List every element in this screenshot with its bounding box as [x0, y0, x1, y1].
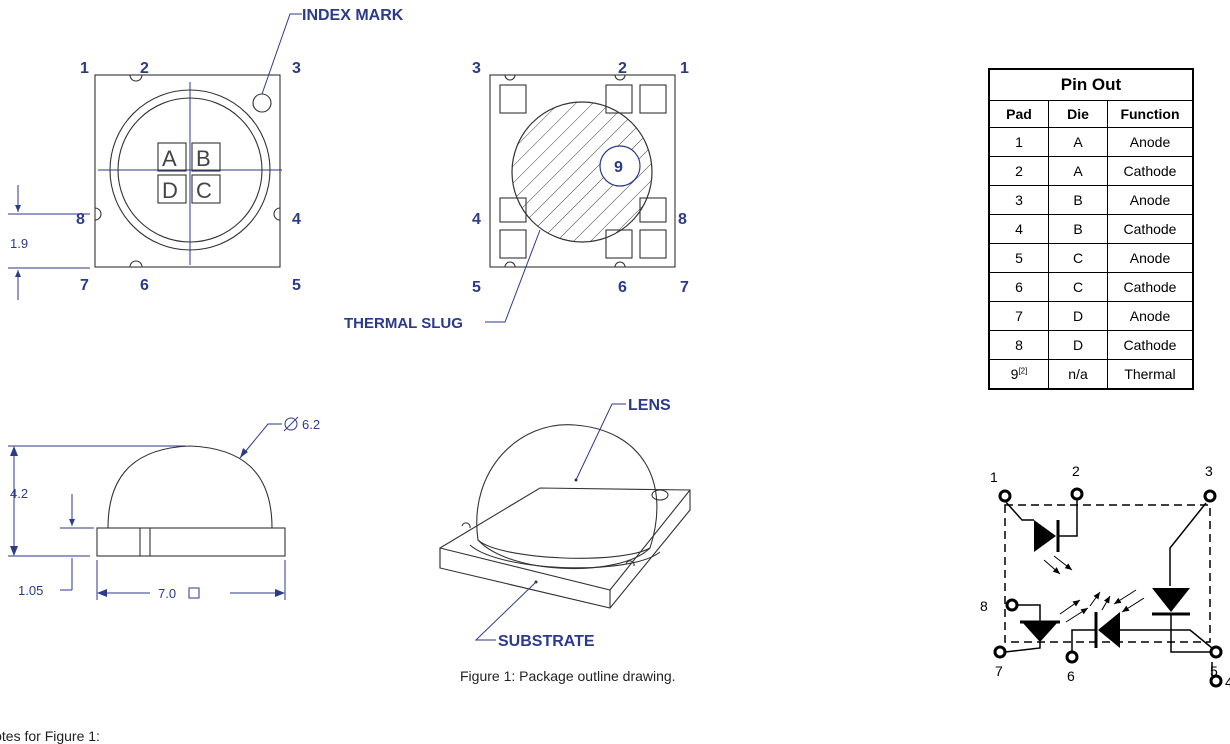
function-cell: Cathode: [1107, 156, 1194, 186]
sch-pin-5: 5: [1210, 663, 1218, 679]
bottom-pin-7: 7: [680, 279, 689, 296]
base-label: 1.05: [18, 583, 43, 598]
sch-pin-4: 4: [1225, 674, 1230, 690]
die-cell: A: [1048, 156, 1108, 186]
bottom-pin-1: 1: [680, 60, 689, 77]
function-cell: Cathode: [1107, 214, 1194, 244]
die-cell: n/a: [1048, 359, 1108, 390]
die-c-label: C: [196, 178, 212, 203]
substrate-label: SUBSTRATE: [498, 633, 595, 650]
pad-cell: 8: [988, 330, 1049, 360]
function-cell: Anode: [1107, 243, 1194, 273]
pad-cell: 5: [988, 243, 1049, 273]
function-cell: Thermal: [1107, 359, 1194, 390]
height-label: 4.2: [10, 486, 28, 501]
die-b-label: B: [196, 146, 211, 171]
sch-pin-1: 1: [990, 469, 998, 485]
top-view: [94, 13, 302, 268]
dim-1-9: [8, 185, 90, 300]
top-pin-5: 5: [292, 277, 301, 294]
pad-cell: 3: [988, 185, 1049, 215]
thermal-slug-label: THERMAL SLUG: [344, 315, 463, 332]
bottom-pin-5: 5: [472, 279, 481, 296]
top-pin-3: 3: [292, 60, 301, 77]
sch-pin-8: 8: [980, 598, 988, 614]
die-a-label: A: [162, 146, 177, 171]
sch-pin-2: 2: [1072, 463, 1080, 479]
lens-label: LENS: [628, 397, 671, 414]
pad-cell: 4: [988, 214, 1049, 244]
sch-pin-7: 7: [995, 663, 1003, 679]
pad-cell: 7: [988, 301, 1049, 331]
side-view: [8, 416, 299, 600]
pad-cell: 6: [988, 272, 1049, 302]
function-cell: Cathode: [1107, 272, 1194, 302]
figure-caption: Figure 1: Package outline drawing.: [460, 668, 676, 684]
pad-cell: 9[2]: [988, 359, 1049, 390]
sch-pin-6: 6: [1067, 668, 1075, 684]
die-cell: C: [1048, 272, 1108, 302]
die-cell: D: [1048, 330, 1108, 360]
top-pin-2: 2: [140, 60, 149, 77]
function-cell: Anode: [1107, 301, 1194, 331]
die-d-label: D: [162, 178, 178, 203]
index-mark-label: INDEX MARK: [302, 7, 404, 24]
bottom-pin-4: 4: [472, 211, 481, 228]
bottom-view: [485, 74, 676, 323]
pinout-header-die: Die: [1048, 100, 1108, 128]
pinout-header-pad: Pad: [988, 100, 1049, 128]
dim-1-9-label: 1.9: [10, 236, 28, 251]
notes-heading: Notes for Figure 1:: [0, 728, 100, 744]
bottom-pin-2: 2: [618, 60, 627, 77]
pad-cell: 1: [988, 127, 1049, 157]
top-pin-1: 1: [80, 60, 89, 77]
die-cell: D: [1048, 301, 1108, 331]
iso-view: [439, 403, 691, 641]
pad-cell: 2: [988, 156, 1049, 186]
function-cell: Anode: [1107, 127, 1194, 157]
schematic: [993, 487, 1223, 688]
die-cell: B: [1048, 214, 1108, 244]
function-cell: Anode: [1107, 185, 1194, 215]
table-row: 9[2] n/a Thermal: [988, 359, 1194, 390]
bottom-pin-3: 3: [472, 60, 481, 77]
function-cell: Cathode: [1107, 330, 1194, 360]
die-cell: A: [1048, 127, 1108, 157]
diameter-label: 6.2: [302, 417, 320, 432]
width-label: 7.0: [158, 586, 176, 601]
sch-pin-3: 3: [1205, 463, 1213, 479]
top-pin-4: 4: [292, 211, 301, 228]
top-pin-7: 7: [80, 277, 89, 294]
pinout-title: Pin Out: [988, 68, 1194, 101]
die-cell: C: [1048, 243, 1108, 273]
thermal-pad-9: 9: [614, 159, 623, 176]
bottom-pin-8: 8: [678, 211, 687, 228]
top-pin-6: 6: [140, 277, 149, 294]
die-cell: B: [1048, 185, 1108, 215]
top-pin-8: 8: [76, 211, 85, 228]
pinout-header-function: Function: [1107, 100, 1194, 128]
bottom-pin-6: 6: [618, 279, 627, 296]
